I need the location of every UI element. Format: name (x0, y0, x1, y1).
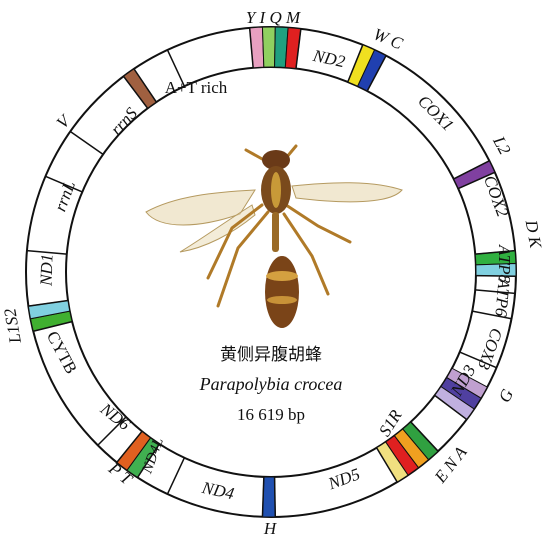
ring-label-nd1: ND1 (36, 253, 56, 287)
outer-label-yiqm: Y I Q M (246, 8, 301, 27)
ring-label-cox2: COX2 (480, 173, 513, 220)
ring-label-atp6: ATP6 (491, 277, 513, 318)
gene-boundary (275, 477, 276, 517)
ring-label-rrns: rrnS (107, 103, 142, 139)
trna-block-v (124, 69, 157, 108)
outer-label-h: H (263, 519, 278, 538)
wasp-petiole (272, 212, 279, 252)
ring-label-nd4: ND4 (199, 478, 236, 504)
wasp-gaster-band (267, 296, 297, 304)
ring-label-cox3: COX3 (474, 326, 506, 372)
wasp-thorax-stripe (271, 172, 281, 208)
outer-label-dk: D K (521, 218, 543, 251)
outer-label-g: G (495, 386, 517, 405)
wasp-leg (246, 150, 264, 160)
wasp-gaster-band (266, 271, 298, 281)
wasp-illustration (146, 146, 402, 328)
wasp-leg (286, 205, 350, 242)
wasp-gaster (265, 256, 299, 328)
gene-boundary (70, 131, 103, 154)
ring-label-nd2: ND2 (310, 46, 347, 72)
outer-label-wc: W C (371, 25, 406, 54)
wasp-right-wing (292, 183, 402, 202)
outer-label-l2: L2 (489, 132, 515, 158)
ring-label-cox1: COX1 (414, 91, 457, 134)
ring-label-nd6: ND6 (96, 399, 134, 435)
ring-label-rrnl: rrnL (51, 178, 80, 214)
species-name: Parapolybia crocea (199, 374, 343, 394)
trna-block-i (262, 27, 275, 67)
ring-label-at-rich: A+T rich (165, 78, 228, 97)
species-chinese-name: 黄侧异腹胡蜂 (220, 345, 322, 365)
genome-size: 16 619 bp (237, 405, 305, 424)
outer-label-l1s2: L1S2 (0, 307, 25, 346)
gene-boundary (167, 458, 184, 494)
gene-boundary (27, 251, 67, 254)
